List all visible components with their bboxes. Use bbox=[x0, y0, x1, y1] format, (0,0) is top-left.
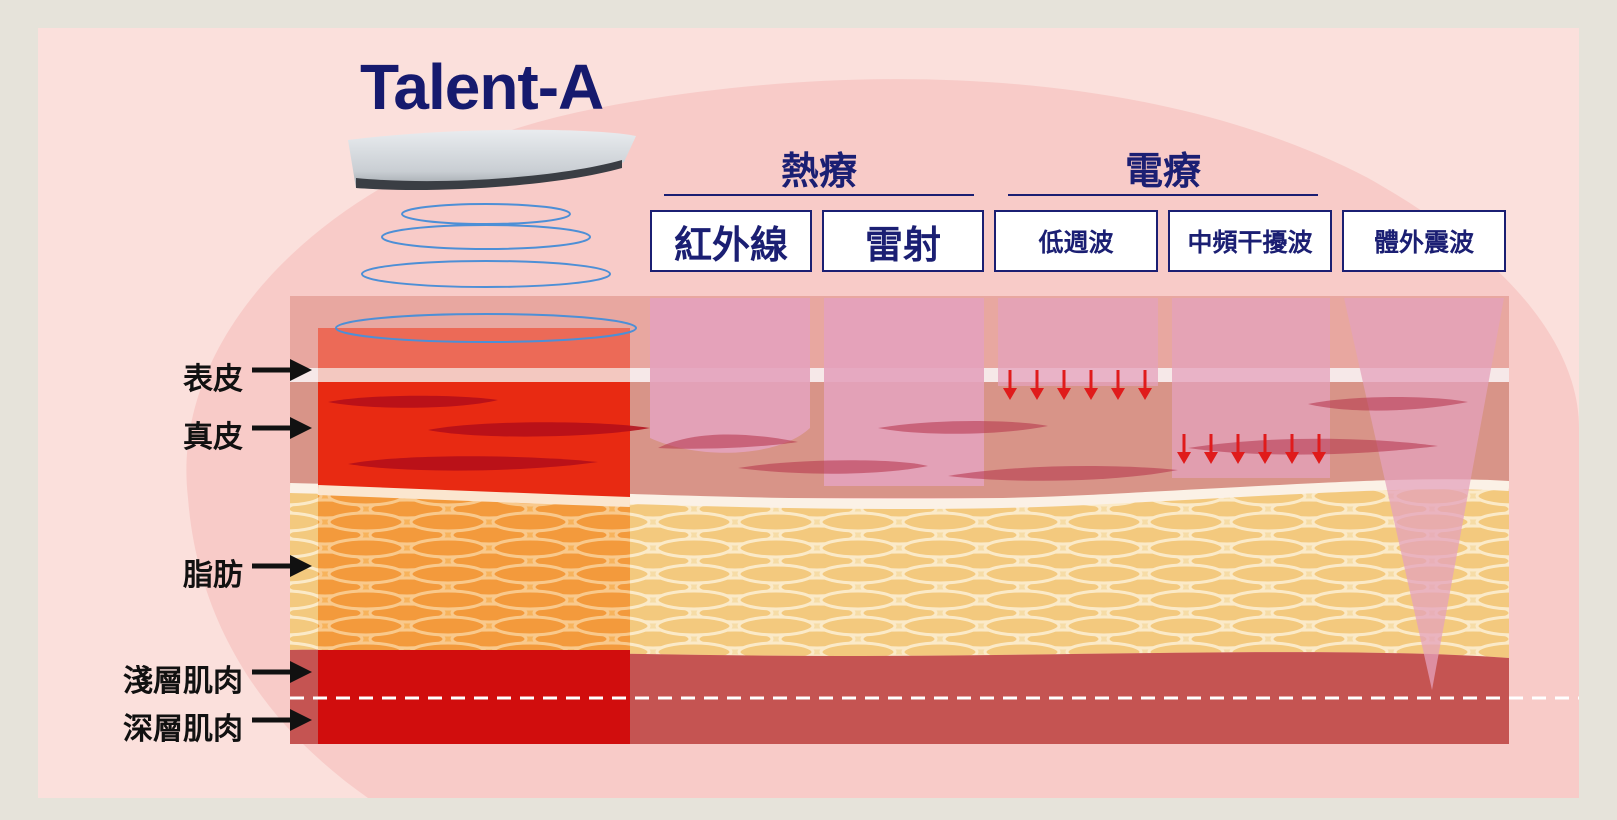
layer-label-fat: 脂肪 bbox=[183, 558, 243, 593]
treatment-shockwave: 體外震波 bbox=[1342, 210, 1506, 272]
right-arrow-icon bbox=[252, 709, 312, 731]
layer-label-epidermis: 表皮 bbox=[183, 362, 243, 397]
right-arrow-icon bbox=[252, 661, 312, 683]
group-title-heat: 熱療 bbox=[780, 149, 857, 193]
treatment-laser: 雷射 bbox=[822, 210, 984, 272]
low-frequency-zone bbox=[998, 298, 1158, 386]
layer-label-superficial-muscle: 淺層肌肉 bbox=[123, 664, 243, 699]
layer-label-deep-muscle: 深層肌肉 bbox=[123, 712, 243, 747]
right-arrow-icon bbox=[252, 359, 312, 381]
surface-wave-icon bbox=[335, 313, 637, 343]
group-line-heat bbox=[664, 194, 974, 196]
group-title-electro: 電療 bbox=[1124, 149, 1201, 193]
right-arrow-icon bbox=[252, 555, 312, 577]
infrared-zone bbox=[650, 298, 810, 453]
layer-label-dermis: 真皮 bbox=[183, 420, 243, 455]
interference-arrows bbox=[1177, 434, 1326, 464]
down-arrow-icon bbox=[1003, 370, 1326, 464]
shockwave-zone bbox=[1344, 298, 1504, 690]
low-frequency-arrows bbox=[1003, 370, 1152, 400]
dermis-fibers bbox=[658, 397, 1468, 481]
brand-title: Talent-A bbox=[360, 51, 604, 123]
diagram-canvas: Talent-A 熱療 電療 紅外線 雷射 低週波 中頻干擾波 體外震波 表皮 … bbox=[38, 28, 1579, 798]
treatment-interference: 中頻干擾波 bbox=[1168, 210, 1332, 272]
tissue-block bbox=[290, 296, 1509, 744]
treatment-infrared: 紅外線 bbox=[650, 210, 812, 272]
talent-a-penetration-zone bbox=[317, 328, 650, 744]
group-line-electro bbox=[1008, 194, 1318, 196]
treatment-low-frequency: 低週波 bbox=[994, 210, 1158, 272]
device-head-icon bbox=[348, 129, 636, 190]
energy-wave-icon bbox=[361, 203, 611, 288]
laser-zone bbox=[824, 298, 984, 486]
right-arrow-icon bbox=[252, 417, 312, 439]
